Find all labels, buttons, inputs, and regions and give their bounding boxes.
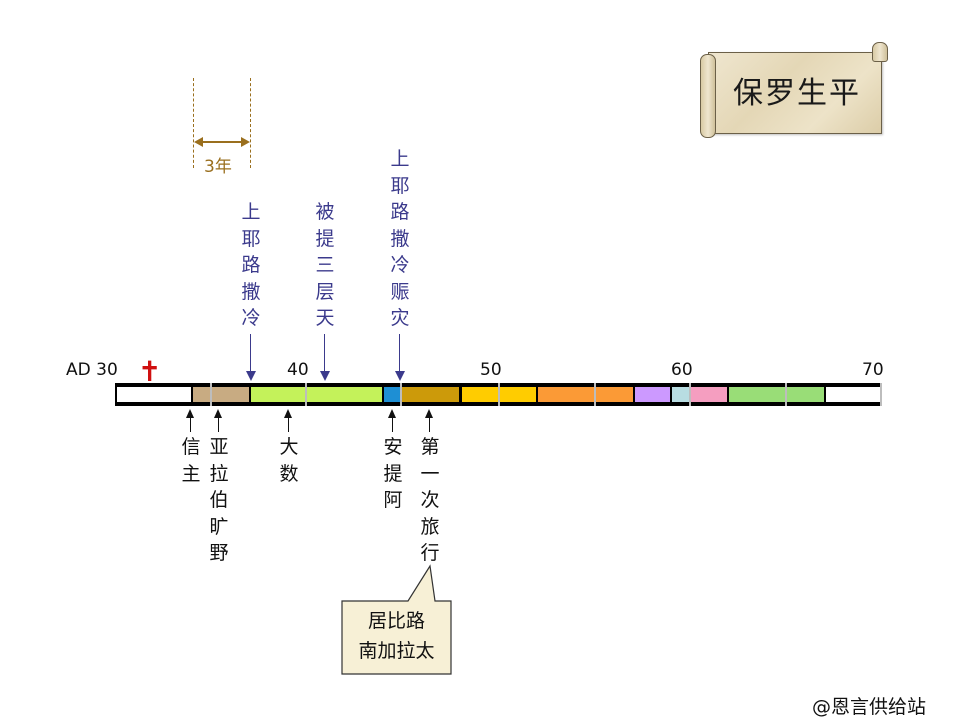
- cross-icon: ✝: [138, 355, 162, 388]
- bracket-dashed-line-left: [193, 78, 194, 168]
- arrow-down-icon: [395, 371, 405, 381]
- arrow-shaft: [324, 334, 325, 372]
- timeline-bar: [115, 383, 882, 406]
- segment-end-white: [826, 387, 880, 402]
- tick: [498, 383, 500, 406]
- tick: [305, 383, 307, 406]
- callout-text: 居比路 南加拉太: [342, 606, 451, 666]
- year-label-ad30: AD 30: [66, 360, 118, 380]
- page-title: 保罗生平: [733, 76, 861, 111]
- bracket-dashed-line-right: [250, 78, 251, 168]
- arrow-shaft: [429, 417, 430, 432]
- bracket-arrowhead-left-icon: [194, 137, 203, 147]
- bracket-label: 3年: [204, 157, 232, 177]
- segment-pink: [691, 387, 727, 402]
- arrow-up-icon: [425, 409, 433, 418]
- tick: [594, 383, 596, 406]
- event-label-arabia: 亚拉伯旷野: [209, 436, 229, 564]
- arrow-down-icon: [246, 371, 256, 381]
- segment-orange: [538, 387, 633, 402]
- event-label-tarsus: 大数: [279, 436, 299, 485]
- callout-bubble: [341, 564, 452, 675]
- arrow-up-icon: [214, 409, 222, 418]
- event-label-conversion: 信主: [181, 436, 201, 485]
- tick: [785, 383, 787, 406]
- scroll-roll-left: [700, 54, 716, 138]
- tick: [400, 383, 402, 406]
- segment-purple: [635, 387, 670, 402]
- event-label-jerusalem-visit: 上耶路撒冷: [241, 201, 261, 329]
- scroll-roll-right: [872, 42, 888, 62]
- arrow-shaft: [399, 334, 400, 372]
- year-label-50: 50: [480, 360, 502, 380]
- year-label-70: 70: [862, 360, 884, 380]
- arrow-shaft: [190, 417, 191, 432]
- bracket-line: [200, 141, 244, 143]
- callout-line-1: 居比路: [367, 610, 425, 632]
- arrow-up-icon: [388, 409, 396, 418]
- segment-pre-conversion: [117, 387, 191, 402]
- tick: [689, 383, 691, 406]
- segment-green: [729, 387, 824, 402]
- event-label-famine-relief: 上耶路撒冷赈灾: [390, 148, 410, 329]
- tick: [880, 383, 882, 406]
- arrow-shaft: [392, 417, 393, 432]
- segment-first-journey: [401, 387, 459, 402]
- arrow-shaft: [218, 417, 219, 432]
- event-label-antioch: 安提阿: [383, 436, 403, 511]
- bracket-arrowhead-right-icon: [241, 137, 250, 147]
- segment-arabia: [193, 387, 249, 402]
- segment-antioch: [384, 387, 400, 402]
- title-scroll: 保罗生平: [700, 42, 888, 138]
- arrow-up-icon: [284, 409, 292, 418]
- callout-line-2: 南加拉太: [358, 640, 435, 662]
- event-label-third-heaven: 被提三层天: [315, 201, 335, 329]
- segment-lightblue: [672, 387, 689, 402]
- segment-tarsus: [251, 387, 382, 402]
- arrow-shaft: [250, 334, 251, 372]
- arrow-down-icon: [320, 371, 330, 381]
- scroll-parchment: [708, 52, 882, 134]
- watermark: @恩言供给站: [812, 696, 927, 718]
- event-label-first-journey: 第一次旅行: [420, 436, 440, 564]
- arrow-up-icon: [186, 409, 194, 418]
- year-label-40: 40: [287, 360, 309, 380]
- tick: [210, 383, 212, 406]
- year-label-60: 60: [671, 360, 693, 380]
- arrow-shaft: [288, 417, 289, 432]
